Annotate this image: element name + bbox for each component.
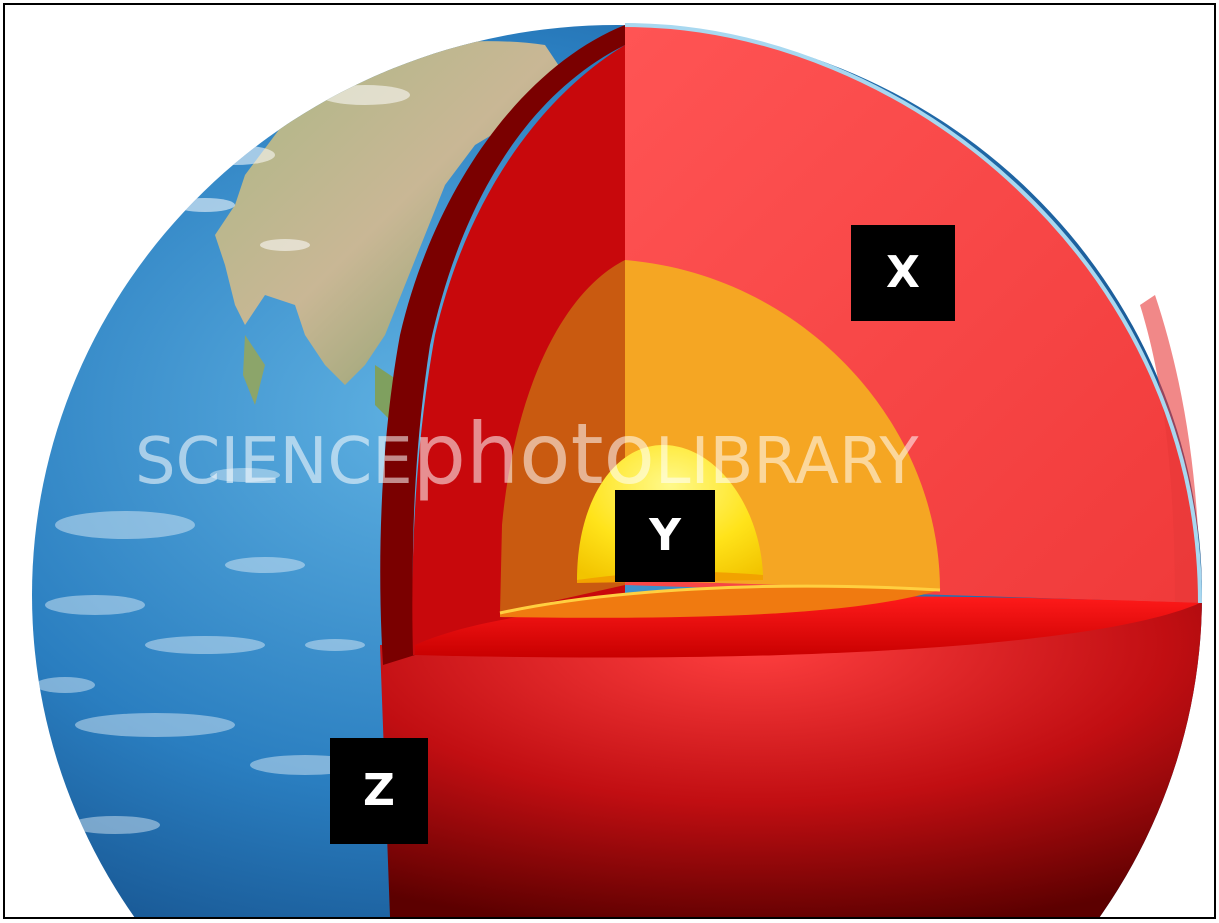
- outer-core-floor: [500, 586, 940, 618]
- diagram-frame: SCIENCEphotoLIBRARY X Y Z: [3, 3, 1216, 919]
- label-y: Y: [615, 490, 715, 582]
- label-x: X: [851, 225, 955, 321]
- earth-cutaway-diagram: [32, 23, 1202, 917]
- crust-edge: [380, 25, 625, 665]
- continent-north-america: [215, 41, 565, 385]
- label-z: Z: [330, 738, 428, 844]
- lower-shell: [380, 595, 1202, 917]
